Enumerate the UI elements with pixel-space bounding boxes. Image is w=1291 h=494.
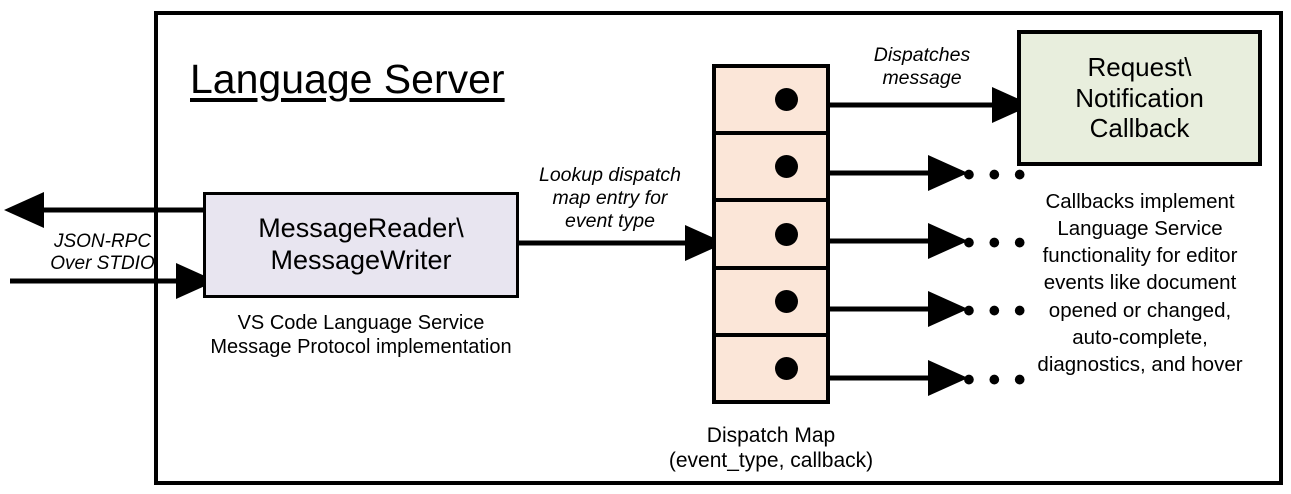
lookup-label-line-3: event type bbox=[565, 209, 655, 232]
dispatch-map-row[interactable] bbox=[716, 337, 826, 400]
message-reader-writer-box[interactable]: MessageReader\ MessageWriter bbox=[203, 192, 519, 298]
dispatch-map-caption-line-1: Dispatch Map bbox=[706, 424, 836, 448]
dispatch-map-row[interactable] bbox=[716, 135, 826, 203]
dispatch-map-row[interactable] bbox=[716, 270, 826, 337]
message-io-title-line-2: MessageWriter bbox=[270, 245, 452, 275]
language-server-frame bbox=[154, 11, 1283, 485]
elided-callbacks-ellipsis: • • • bbox=[963, 156, 1028, 194]
callback-entry-dot-icon bbox=[775, 155, 798, 179]
callback-caption-line-1: Callbacks implement bbox=[1045, 189, 1235, 213]
jsonrpc-transport-label: JSON-RPC Over STDIO bbox=[25, 222, 180, 284]
dispatch-map-table[interactable] bbox=[712, 64, 830, 404]
page-title: Language Server bbox=[190, 55, 505, 102]
dispatches-message-label: Dispatches message bbox=[836, 38, 1008, 96]
message-io-caption-line-1: VS Code Language Service bbox=[237, 312, 485, 335]
elided-callbacks-ellipsis: • • • bbox=[963, 224, 1028, 262]
message-io-title-line-1: MessageReader\ bbox=[258, 213, 464, 244]
message-reader-writer-caption: VS Code Language Service Message Protoco… bbox=[193, 305, 529, 367]
dispatch-map-row[interactable] bbox=[716, 68, 826, 136]
dispatches-label-line-2: message bbox=[882, 67, 962, 89]
lookup-dispatch-label: Lookup dispatch map entry for event type bbox=[520, 153, 700, 243]
callback-caption-line-3: functionality for editor bbox=[1042, 244, 1238, 268]
request-notification-callback-box[interactable]: Request\ Notification Callback bbox=[1017, 30, 1262, 166]
callback-caption-line-7: diagnostics, and hover bbox=[1037, 353, 1243, 377]
jsonrpc-label-line-2: Over STDIO bbox=[50, 253, 155, 274]
callback-entry-dot-icon bbox=[775, 289, 798, 313]
callback-caption-line-6: auto-complete, bbox=[1072, 325, 1208, 349]
dispatch-map-caption-line-2: (event_type, callback) bbox=[668, 449, 874, 472]
elided-callbacks-ellipsis: • • • bbox=[963, 292, 1028, 330]
callback-caption-line-4: events like document bbox=[1043, 271, 1237, 295]
elided-callbacks-ellipsis: • • • bbox=[963, 361, 1028, 399]
callback-caption-line-2: Language Service bbox=[1057, 216, 1223, 240]
callback-entry-dot-icon bbox=[775, 356, 798, 380]
message-io-caption-line-2: Message Protocol implementation bbox=[210, 336, 512, 358]
callback-caption-line-5: opened or changed, bbox=[1048, 298, 1232, 322]
callback-entry-dot-icon bbox=[775, 222, 798, 246]
dispatch-map-caption: Dispatch Map (event_type, callback) bbox=[640, 418, 902, 480]
jsonrpc-label-line-1: JSON-RPC bbox=[53, 230, 152, 252]
dispatches-label-line-1: Dispatches bbox=[873, 44, 971, 66]
lookup-label-line-2: map entry for bbox=[552, 186, 668, 209]
dispatch-map-row[interactable] bbox=[716, 202, 826, 270]
callback-title-line-1: Request\ bbox=[1087, 51, 1192, 82]
lookup-label-line-1: Lookup dispatch bbox=[538, 163, 682, 186]
callback-description-caption: Callbacks implement Language Service fun… bbox=[1006, 183, 1274, 383]
callback-title-line-3: Callback bbox=[1089, 113, 1190, 144]
callback-title-line-2: Notification bbox=[1075, 82, 1204, 113]
callback-entry-dot-icon bbox=[775, 88, 798, 112]
